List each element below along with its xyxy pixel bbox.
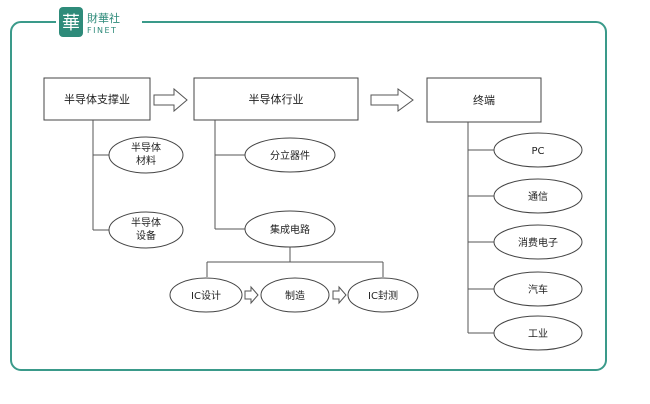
terminal-box	[426, 77, 542, 123]
support-title: 半导体支撑业	[64, 92, 130, 106]
node-materials-line2: 材料	[136, 154, 156, 167]
node-telecom-label: 通信	[528, 191, 548, 203]
node-automotive-label: 汽车	[528, 283, 548, 296]
node-pc	[493, 132, 583, 168]
terminal-title: 终端	[473, 93, 495, 107]
node-equipment-line2: 设备	[136, 229, 156, 242]
node-ic-design	[169, 277, 243, 313]
terminal-connectors	[467, 122, 494, 334]
brand-logo: 華 財華社 FINET	[56, 7, 142, 37]
node-industrial-label: 工业	[528, 328, 548, 340]
logo-emblem	[59, 7, 83, 37]
support-connectors	[92, 120, 110, 231]
industry-connectors	[206, 120, 384, 277]
support-box	[43, 77, 151, 121]
node-consumer-electronics	[493, 224, 583, 260]
node-materials	[108, 136, 184, 174]
node-telecom	[493, 178, 583, 214]
node-automotive	[493, 271, 583, 307]
node-ic-packaging-label: IC封测	[368, 289, 398, 302]
chain-arrow-2	[332, 285, 347, 305]
node-industrial	[493, 315, 583, 351]
node-consumer-electronics-label: 消费电子	[518, 236, 558, 249]
node-ic-label: 集成电路	[270, 223, 310, 236]
node-equipment	[108, 211, 184, 249]
node-pc-label: PC	[531, 146, 544, 157]
brand-name-en: FINET	[87, 26, 117, 35]
node-manufacturing	[260, 277, 330, 313]
node-ic-packaging	[347, 277, 419, 313]
logo-glyph: 華	[62, 13, 80, 34]
node-equipment-line1: 半导体	[131, 216, 161, 229]
industry-box	[193, 77, 359, 121]
flow-arrow-2	[370, 88, 414, 112]
node-ic-design-label: IC设计	[191, 289, 221, 302]
chain-arrow-1	[244, 285, 259, 305]
node-materials-line1: 半导体	[131, 141, 161, 154]
node-manufacturing-label: 制造	[285, 289, 305, 302]
node-discrete-label: 分立器件	[270, 149, 310, 162]
industry-title: 半导体行业	[249, 92, 304, 106]
flow-arrow-1	[153, 87, 188, 113]
node-discrete	[244, 137, 336, 173]
brand-name-cn: 財華社	[87, 11, 120, 25]
node-ic	[244, 210, 336, 248]
